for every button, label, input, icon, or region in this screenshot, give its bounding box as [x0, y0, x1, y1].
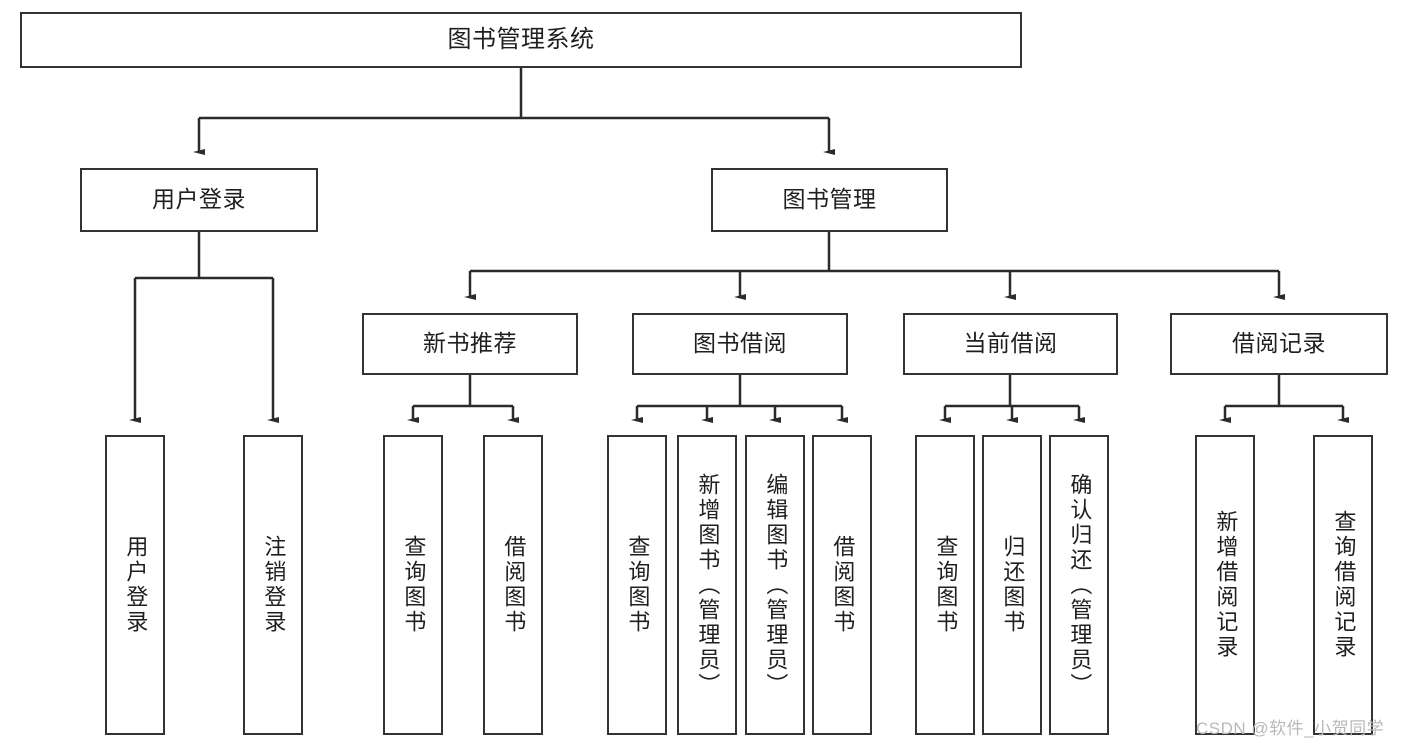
leaf-add-book-admin[interactable]: 新增图书（管理员）	[677, 435, 737, 735]
node-label: 图书借阅	[693, 330, 787, 357]
leaf-borrow-book-recommend[interactable]: 借阅图书	[483, 435, 543, 735]
node-new-book-recommend[interactable]: 新书推荐	[362, 313, 578, 375]
leaf-query-borrow-record[interactable]: 查询借阅记录	[1313, 435, 1373, 735]
node-label: 查询借阅记录	[1331, 510, 1357, 660]
node-label: 注销登录	[261, 535, 287, 635]
node-label: 图书管理系统	[447, 25, 595, 53]
node-borrow-record[interactable]: 借阅记录	[1170, 313, 1388, 375]
csdn-watermark: CSDN @软件_小贺同学	[1196, 719, 1385, 738]
node-label: 借阅图书	[501, 535, 527, 635]
leaf-user-login[interactable]: 用户登录	[105, 435, 165, 735]
node-user-login[interactable]: 用户登录	[80, 168, 318, 232]
node-label: 归还图书	[1000, 535, 1026, 635]
node-label: 借阅记录	[1232, 330, 1326, 357]
leaf-return-book[interactable]: 归还图书	[982, 435, 1042, 735]
node-label: 查询图书	[625, 535, 651, 635]
node-label: 编辑图书（管理员）	[763, 472, 789, 698]
node-label: 查询图书	[933, 535, 959, 635]
node-book-management[interactable]: 图书管理	[711, 168, 948, 232]
leaf-borrow-book[interactable]: 借阅图书	[812, 435, 872, 735]
node-current-borrow[interactable]: 当前借阅	[903, 313, 1118, 375]
leaf-query-book-recommend[interactable]: 查询图书	[383, 435, 443, 735]
node-label: 借阅图书	[830, 535, 856, 635]
node-label: 新增图书（管理员）	[695, 472, 721, 698]
node-root-system[interactable]: 图书管理系统	[20, 12, 1022, 68]
leaf-query-book-current[interactable]: 查询图书	[915, 435, 975, 735]
node-label: 新书推荐	[423, 330, 517, 357]
node-label: 图书管理	[782, 186, 877, 213]
node-book-borrow[interactable]: 图书借阅	[632, 313, 848, 375]
node-label: 查询图书	[401, 535, 427, 635]
leaf-edit-book-admin[interactable]: 编辑图书（管理员）	[745, 435, 805, 735]
node-label: 用户登录	[152, 186, 246, 213]
leaf-confirm-return-admin[interactable]: 确认归还（管理员）	[1049, 435, 1109, 735]
leaf-query-book-borrow[interactable]: 查询图书	[607, 435, 667, 735]
node-label: 当前借阅	[963, 330, 1058, 357]
node-label: 新增借阅记录	[1213, 510, 1239, 660]
node-label: 确认归还（管理员）	[1067, 472, 1093, 698]
leaf-add-borrow-record[interactable]: 新增借阅记录	[1195, 435, 1255, 735]
leaf-logout[interactable]: 注销登录	[243, 435, 303, 735]
node-label: 用户登录	[123, 535, 149, 635]
